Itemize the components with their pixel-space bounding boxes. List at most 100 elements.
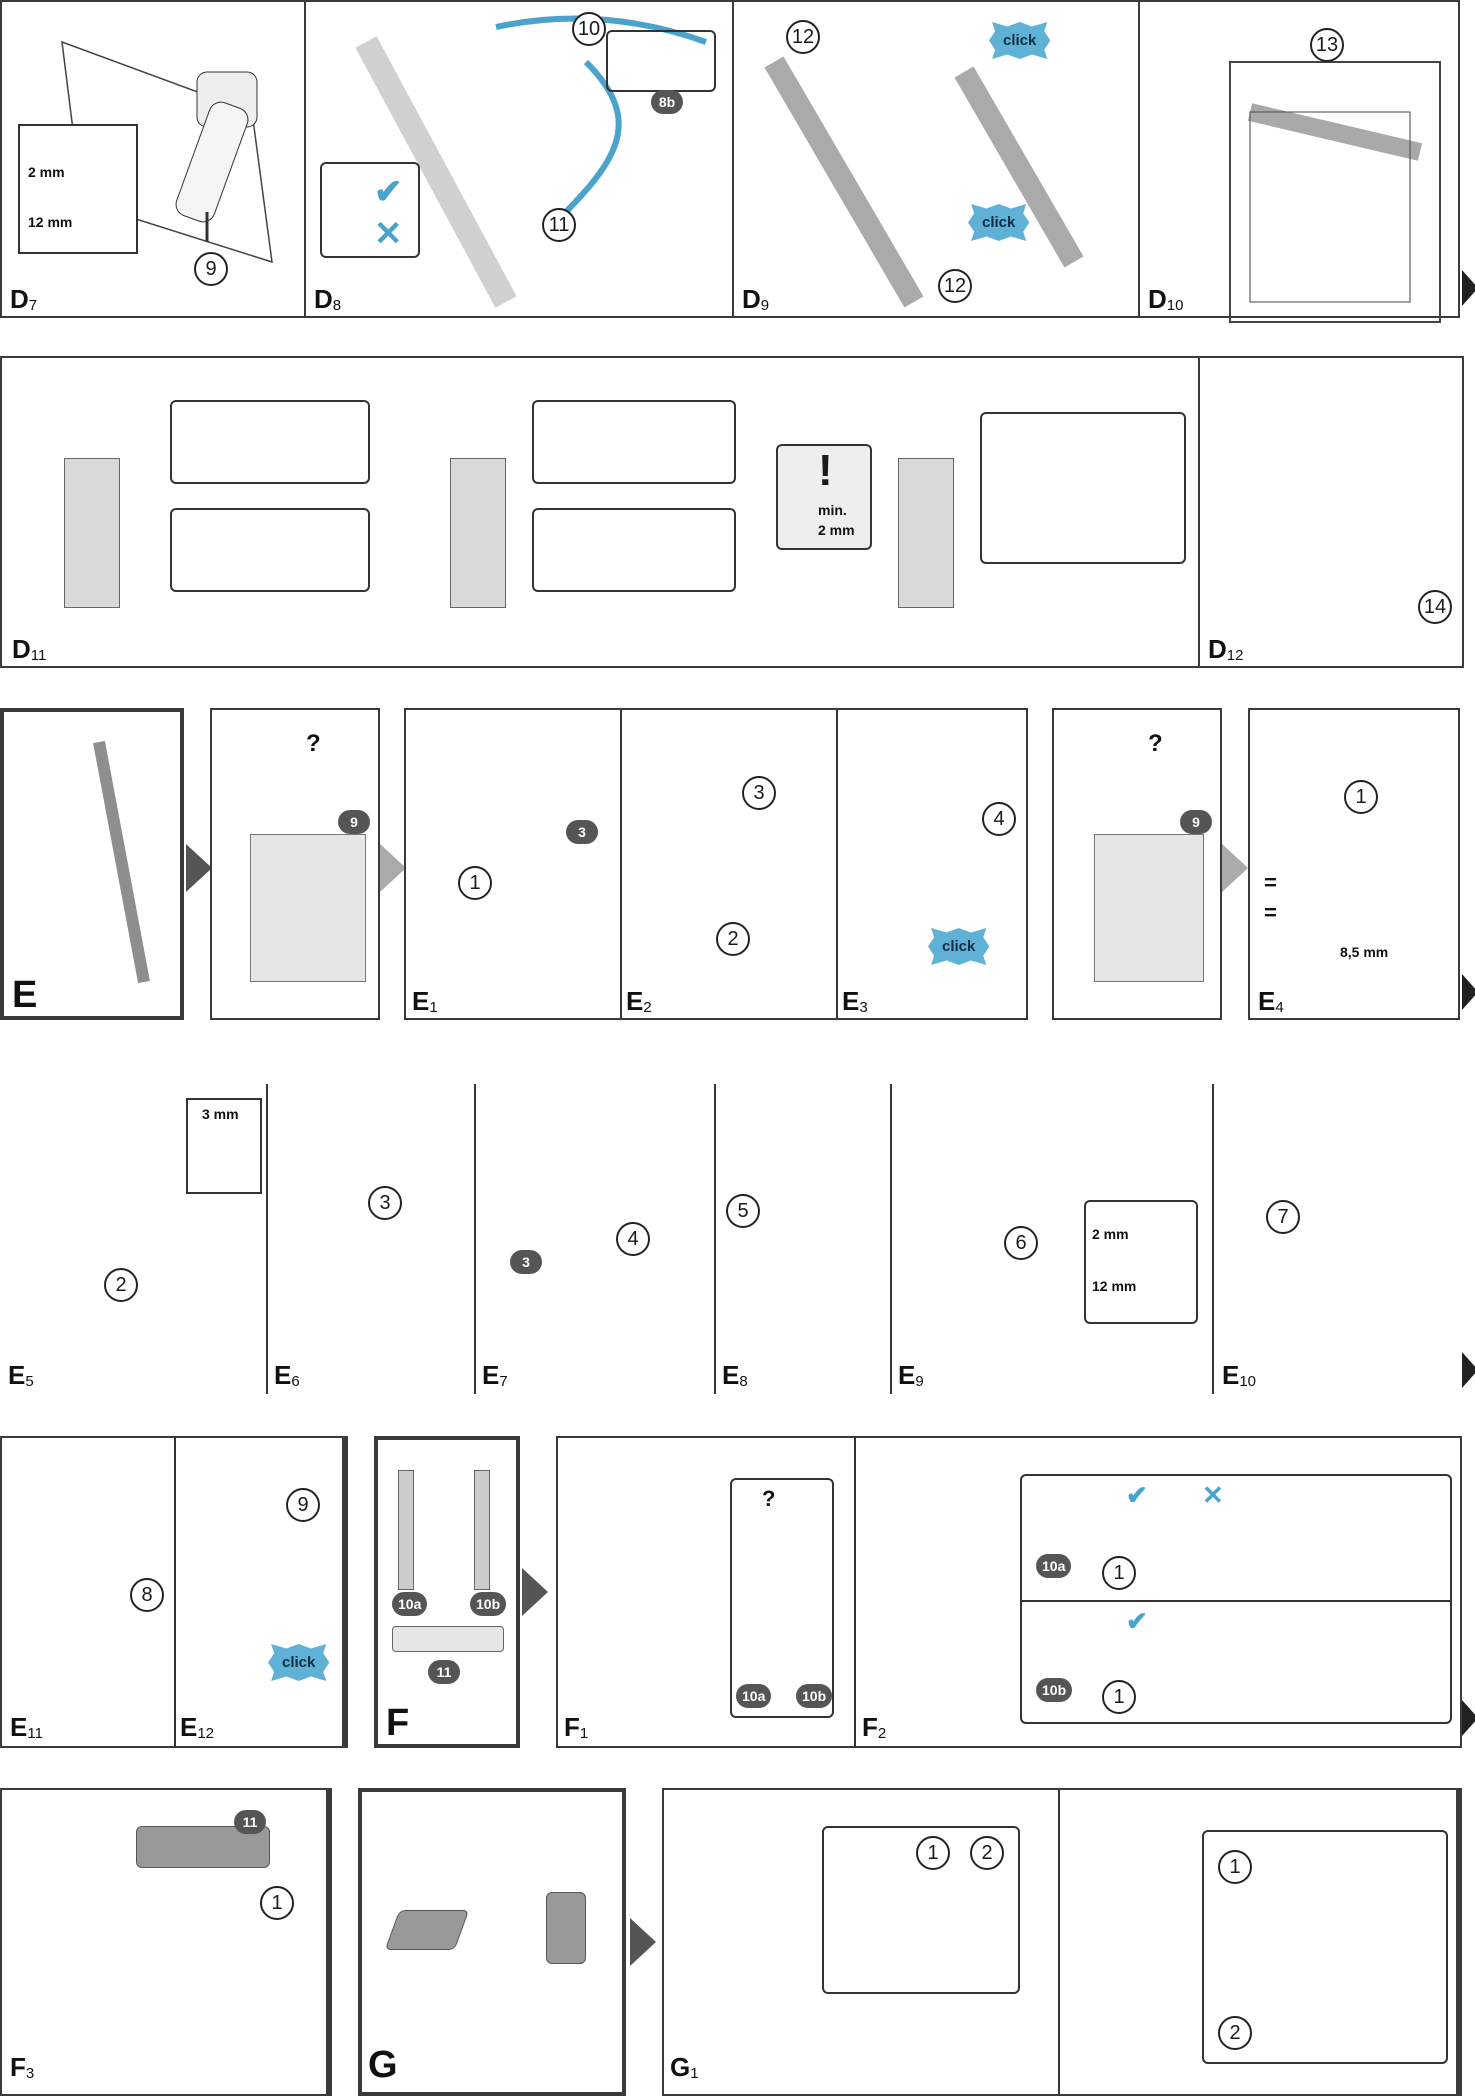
callout-2: 2 — [970, 1836, 1004, 1870]
callout-1: 1 — [1102, 1556, 1136, 1590]
appliance-bracket-illustration — [1229, 61, 1441, 323]
callout-1: 1 — [1102, 1680, 1136, 1714]
part-badge-10b: 10b — [796, 1684, 833, 1708]
callout-10: 10 — [572, 12, 606, 46]
door-rotate-illustration — [64, 458, 120, 608]
step-label-d12: D12 — [1208, 634, 1244, 664]
question-icon: ? — [762, 1486, 776, 1511]
step-label-f2: F2 — [862, 1712, 887, 1742]
correct-check-icon: ✔ — [1126, 1606, 1148, 1636]
callout-1: 1 — [916, 1836, 950, 1870]
panel-e: E — [0, 708, 184, 1020]
row-e5-e10: 3 mm 2 E5 3 E6 3 4 E7 5 E8 6 2 mm 12 mm … — [0, 1084, 1475, 1394]
flow-arrow-icon — [522, 1568, 548, 1616]
callout-2: 2 — [716, 922, 750, 956]
drill-depth-inset: 2 mm 12 mm — [1084, 1200, 1198, 1324]
step-label-f3: F3 — [10, 2052, 35, 2082]
door-shift-illustration — [898, 458, 954, 608]
panel-e1-e3: 3 1 3 2 4 click E1 E2 E3 — [404, 708, 1028, 1020]
panel-f1-f2: ? 10a 10b 10a 1 ✔ ✕ 10b 1 ✔ F1 F2 — [556, 1436, 1462, 1748]
callout-2: 2 — [104, 1268, 138, 1302]
click-burst: click — [928, 928, 990, 965]
trim-strip-10b — [474, 1470, 490, 1590]
callout-4: 4 — [616, 1222, 650, 1256]
door-vertical-illustration — [450, 458, 506, 608]
scissors-inset-left: 1 2 — [822, 1826, 1020, 1994]
callout-1: 1 — [1344, 780, 1378, 814]
panel-e-prep: ? 9 — [210, 708, 380, 1020]
step-label-d9: D9 — [742, 284, 770, 314]
part-badge-11: 11 — [428, 1660, 460, 1684]
callout-1: 1 — [260, 1886, 294, 1920]
part-badge-10a: 10a — [736, 1684, 772, 1708]
flow-arrow-icon — [186, 844, 212, 892]
callout-1: 1 — [458, 866, 492, 900]
flow-arrow-icon — [630, 1918, 656, 1966]
min-label: min. — [818, 502, 847, 518]
trim-install-inset: 10a 1 ✔ ✕ 10b 1 ✔ — [1020, 1474, 1452, 1724]
callout-3: 3 — [742, 776, 776, 810]
callout-4: 4 — [982, 802, 1016, 836]
step-label-f1: F1 — [564, 1712, 589, 1742]
distance-label: 8,5 mm — [1340, 944, 1389, 960]
part-badge-10a: 10a — [1036, 1554, 1072, 1578]
step-label-e1: E1 — [412, 986, 438, 1016]
click-burst: click — [268, 1644, 330, 1681]
part-badge-3: 3 — [510, 1250, 542, 1274]
part-badge-9: 9 — [1180, 810, 1212, 834]
panel-d7: 2 mm 12 mm 9 D7 — [0, 0, 306, 318]
panel-d12: 14 D12 — [1198, 356, 1464, 668]
warning-exclamation-icon: ! — [818, 446, 833, 495]
door-panel-holes — [250, 834, 366, 982]
divider — [836, 710, 838, 1018]
panel-e11-e12: 8 9 click E11 E12 — [0, 1436, 348, 1748]
step-label-e7: E7 — [482, 1360, 508, 1390]
screw-pack — [606, 30, 716, 92]
panel-d9: 12 12 click click D9 — [732, 0, 1140, 318]
callout-6: 6 — [1004, 1226, 1038, 1260]
panel-g: G — [358, 1788, 626, 2096]
step-label-e10: E10 — [1222, 1360, 1257, 1390]
panel-f: 10a 10b 11 F — [374, 1436, 520, 1748]
step-label-g: G — [368, 2044, 398, 2086]
step-label-e4: E4 — [1258, 986, 1284, 1016]
divider — [174, 1438, 176, 1746]
panel-d8: 10 8b ✔ ✕ 11 D8 — [304, 0, 734, 318]
drill-illustration — [61, 40, 273, 264]
divider — [890, 1084, 892, 1394]
door-panel — [1094, 834, 1204, 982]
callout-5: 5 — [726, 1194, 760, 1228]
drill-depth-inset: 3 mm — [186, 1098, 262, 1194]
part-badge-11: 11 — [234, 1810, 266, 1834]
callout-2: 2 — [1218, 2016, 1252, 2050]
step-label-d8: D8 — [314, 284, 342, 314]
step-label-f: F — [386, 1702, 410, 1744]
depth-label-2mm: 2 mm — [28, 164, 65, 180]
flow-arrow-icon — [380, 844, 406, 892]
callout-7: 7 — [1266, 1200, 1300, 1234]
callout-13: 13 — [1310, 28, 1344, 62]
callout-8: 8 — [130, 1578, 164, 1612]
depth-inset: 2 mm 12 mm — [18, 124, 138, 254]
callout-9: 9 — [286, 1488, 320, 1522]
next-arrow-icon — [1462, 974, 1475, 1010]
divider — [620, 710, 622, 1018]
cover-part-11 — [392, 1626, 504, 1652]
min-gap-label: 2 mm — [818, 522, 855, 538]
step-label-e9: E9 — [898, 1360, 924, 1390]
adjust-inset-4 — [532, 508, 736, 592]
step-label-e8: E8 — [722, 1360, 748, 1390]
panel-d10: 13 D10 — [1138, 0, 1460, 323]
step-label-e: E — [12, 974, 38, 1016]
divider — [474, 1084, 476, 1394]
step-label-d10: D10 — [1148, 284, 1184, 314]
cap-part — [546, 1892, 586, 1964]
divider — [1022, 1600, 1450, 1602]
incorrect-cross-icon: ✕ — [1202, 1480, 1224, 1510]
next-arrow-icon — [1462, 1700, 1475, 1736]
part-badge-10a: 10a — [392, 1592, 428, 1616]
flow-arrow-icon — [1222, 844, 1248, 892]
adjust-inset-3 — [532, 400, 736, 484]
correct-check-icon: ✔ — [1126, 1480, 1148, 1510]
trim-choice-inset: ? 10a 10b — [730, 1478, 834, 1718]
